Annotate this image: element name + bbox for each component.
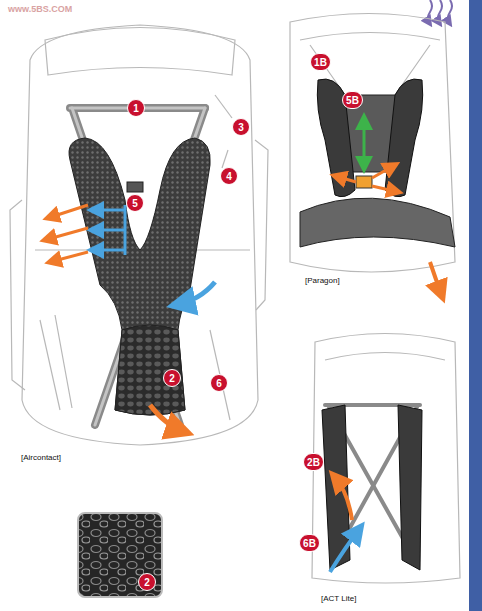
watermark: www.5BS.COM: [8, 4, 72, 15]
callout-number: 2: [138, 573, 156, 591]
figure-caption: [Paragon]: [304, 276, 341, 286]
figure-caption: [Aircontact]: [20, 453, 62, 463]
callout-number: 1B: [310, 53, 331, 71]
callout-number: 1: [127, 99, 145, 117]
callout-number: 6B: [299, 534, 320, 552]
figure-caption: [ACT Lite]: [320, 594, 357, 604]
callout-number: 2: [163, 369, 181, 387]
callout-number: 5B: [342, 91, 363, 109]
callout-number: 4: [220, 167, 238, 185]
callout-number: 5: [126, 194, 144, 212]
callout-number: 3: [232, 118, 250, 136]
callout-number: 6: [210, 374, 228, 392]
callout-number: 2B: [303, 453, 324, 471]
